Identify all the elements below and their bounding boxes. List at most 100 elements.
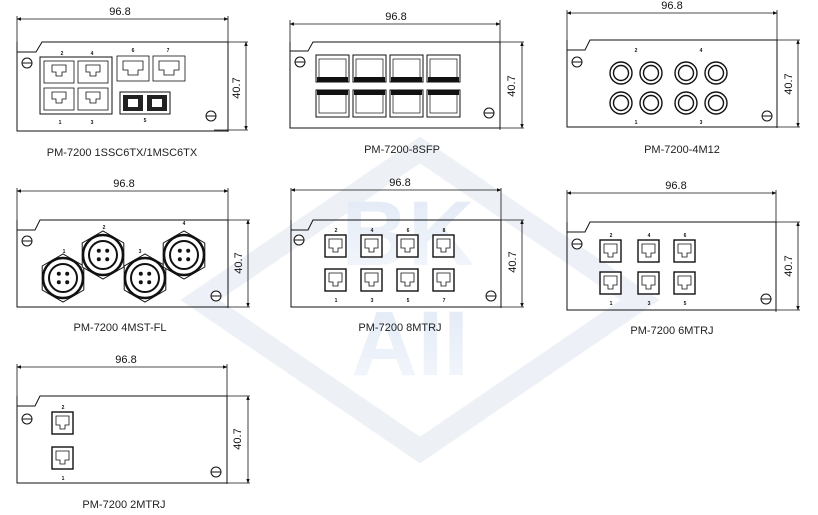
port-numbers: 2 4 6 7 1 3 5 bbox=[59, 48, 170, 126]
module-4m12: 96.8 40.7 2 4 1 3 PM-7200-4M12 bbox=[566, 0, 800, 156]
port-number: 4 bbox=[371, 228, 374, 234]
panel-outline bbox=[289, 41, 501, 129]
port-number: 3 bbox=[648, 301, 651, 307]
port-number: 1 bbox=[335, 298, 338, 304]
panel-outline bbox=[16, 41, 229, 132]
st-connector bbox=[123, 253, 167, 303]
sc-fiber-port bbox=[119, 91, 171, 115]
panel-outline bbox=[290, 219, 502, 308]
watermark-line2: AII bbox=[351, 293, 469, 395]
module-caption: PM-7200 1SSC6TX/1MSC6TX bbox=[47, 147, 198, 159]
mtrj-jack bbox=[396, 268, 419, 292]
st-connector bbox=[162, 230, 206, 280]
m12-connector bbox=[609, 61, 633, 85]
m12-connector bbox=[674, 91, 698, 115]
sfp-cage bbox=[426, 89, 461, 118]
port-number: 4 bbox=[648, 233, 651, 239]
sfp-ports bbox=[315, 54, 461, 118]
port-number: 8 bbox=[443, 228, 446, 234]
mtrj-jack bbox=[599, 239, 622, 263]
sfp-cage bbox=[352, 89, 387, 118]
width-dimension: 96.8 bbox=[566, 0, 778, 128]
port-number: 2 bbox=[335, 228, 338, 234]
st-connector bbox=[81, 230, 125, 280]
svg-text:2: 2 bbox=[103, 225, 106, 231]
port-number: 6 bbox=[684, 233, 687, 239]
sfp-cage bbox=[389, 54, 424, 83]
port-number: 6 bbox=[407, 228, 410, 234]
svg-text:3: 3 bbox=[700, 120, 703, 126]
panel-outline bbox=[16, 395, 228, 484]
mtrj-jack bbox=[51, 411, 74, 435]
svg-text:4: 4 bbox=[91, 51, 94, 57]
width-label: 96.8 bbox=[113, 178, 134, 190]
height-dimension: 40.7 bbox=[214, 41, 248, 131]
height-dimension: 40.7 bbox=[764, 221, 800, 311]
width-dimension: 96.8 bbox=[566, 180, 777, 312]
sfp-cage bbox=[352, 54, 387, 83]
svg-text:2: 2 bbox=[635, 48, 638, 54]
rj45-side-ports bbox=[116, 55, 186, 82]
svg-text:3: 3 bbox=[91, 120, 94, 126]
width-label: 96.8 bbox=[109, 6, 130, 18]
m12-connector bbox=[704, 91, 728, 115]
port-numbers: 1 2 3 4 bbox=[63, 221, 186, 255]
height-label: 40.7 bbox=[783, 255, 795, 276]
module-8sfp: 96.8 40.7 PM-7200-8SFP bbox=[289, 11, 524, 156]
mtrj-jack bbox=[637, 239, 660, 263]
svg-text:6: 6 bbox=[132, 48, 135, 54]
svg-text:1: 1 bbox=[59, 120, 62, 126]
sfp-cage bbox=[426, 54, 461, 83]
module-caption: PM-7200-8SFP bbox=[364, 144, 440, 156]
watermark: BK AII bbox=[180, 136, 660, 464]
port-number: 5 bbox=[407, 298, 410, 304]
panel-outline bbox=[566, 39, 778, 128]
module-caption: PM-7200 6MTRJ bbox=[630, 325, 713, 337]
svg-text:1: 1 bbox=[63, 249, 66, 255]
watermark-line1: BK bbox=[342, 183, 475, 285]
height-label: 40.7 bbox=[506, 75, 518, 96]
m12-ports bbox=[609, 61, 728, 115]
mtrj-jack bbox=[360, 234, 383, 258]
panel-outline bbox=[566, 221, 777, 311]
mtrj-jack bbox=[673, 239, 696, 263]
height-label: 40.7 bbox=[232, 428, 244, 449]
height-label: 40.7 bbox=[231, 77, 243, 98]
module-caption: PM-7200-4M12 bbox=[644, 144, 720, 156]
st-fiber-ports bbox=[41, 230, 206, 303]
mtrj-jack bbox=[599, 271, 622, 295]
m12-connector bbox=[639, 61, 663, 85]
mtrj-jack bbox=[324, 234, 347, 258]
width-label: 96.8 bbox=[665, 180, 686, 192]
height-label: 40.7 bbox=[783, 73, 795, 94]
module-caption: PM-7200 2MTRJ bbox=[82, 499, 165, 511]
mtrj-ports bbox=[51, 411, 74, 470]
mtrj-jack bbox=[51, 446, 74, 470]
mtrj-jack bbox=[324, 268, 347, 292]
mtrj-jack bbox=[673, 271, 696, 295]
mtrj-jack bbox=[432, 268, 455, 292]
mtrj-jack bbox=[396, 234, 419, 258]
module-2mtrj: 96.8 40.7 2 1 PM-7200 2MTRJ bbox=[16, 354, 250, 511]
mtrj-jack bbox=[360, 268, 383, 292]
module-caption: PM-7200 8MTRJ bbox=[358, 322, 441, 334]
sfp-cage bbox=[389, 89, 424, 118]
m12-connector bbox=[609, 91, 633, 115]
svg-text:5: 5 bbox=[144, 118, 147, 124]
port-number: 1 bbox=[610, 301, 613, 307]
svg-text:3: 3 bbox=[139, 249, 142, 255]
port-number: 2 bbox=[610, 233, 613, 239]
mtrj-jack bbox=[432, 234, 455, 258]
module-caption: PM-7200 4MST-FL bbox=[74, 322, 167, 334]
svg-text:1: 1 bbox=[635, 120, 638, 126]
svg-text:2: 2 bbox=[61, 51, 64, 57]
height-dimension: 40.7 bbox=[214, 395, 250, 484]
mtrj-jack bbox=[637, 271, 660, 295]
port-numbers: 2 1 bbox=[62, 405, 65, 482]
width-dimension: 96.8 bbox=[16, 354, 228, 484]
